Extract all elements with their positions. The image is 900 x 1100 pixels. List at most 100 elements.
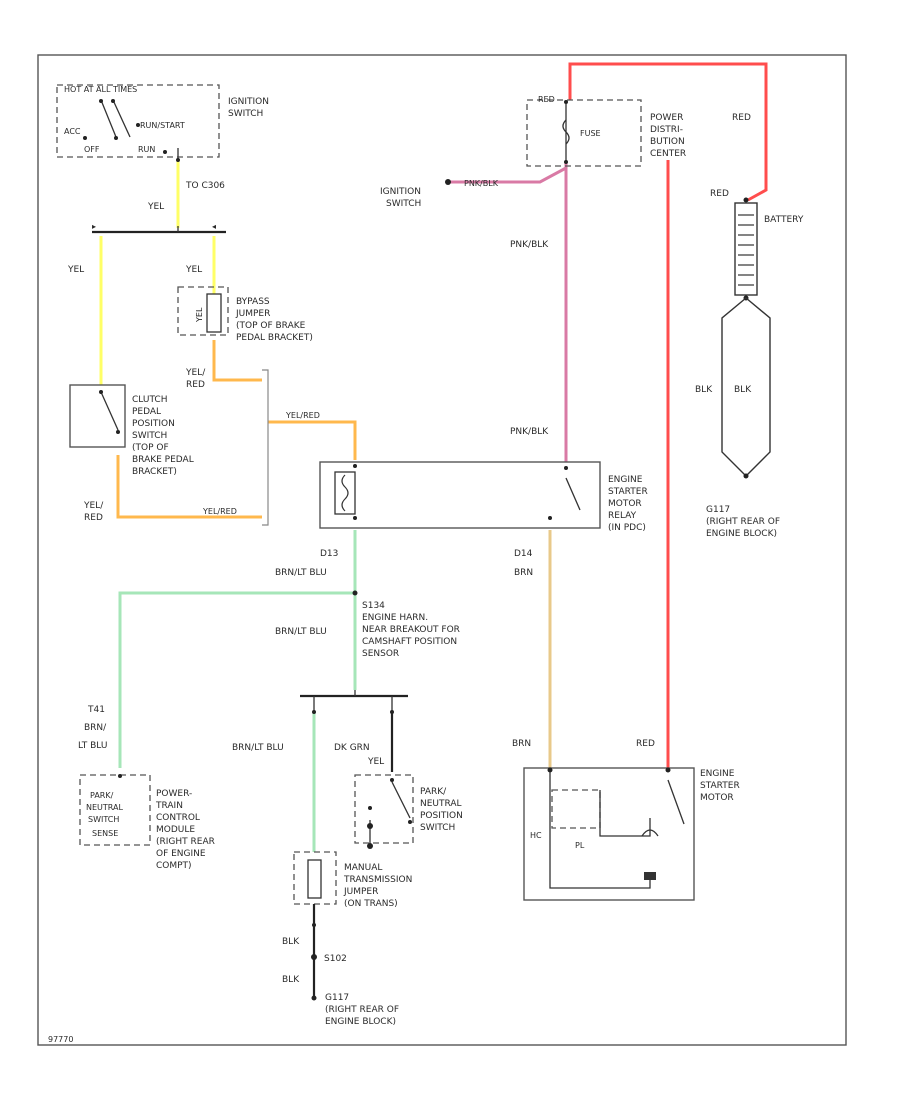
label-d13: D13 — [320, 549, 338, 559]
relay-label-5: (IN PDC) — [608, 523, 646, 533]
pcm-label-4: SENSE — [92, 829, 118, 838]
g117-label-5: (RIGHT REAR OF — [325, 1005, 399, 1015]
pcm-label-11: COMPT) — [156, 861, 192, 871]
label-lt-blu: LT BLU — [78, 741, 107, 751]
pcm-box — [79, 774, 151, 846]
clutch-label-1: CLUTCH — [132, 395, 167, 405]
pcm-label-10: OF ENGINE — [156, 849, 206, 859]
label-blk-a: BLK — [695, 385, 713, 395]
starter-relay-box — [319, 461, 601, 529]
clutch-label-7: BRACKET) — [132, 467, 177, 477]
svg-text:YEL/: YEL/ — [83, 501, 104, 511]
label-dk-grn: DK GRN — [334, 743, 370, 753]
battery-cells — [738, 214, 754, 286]
relay-coil — [334, 471, 356, 515]
sm-hc-label: HC — [530, 831, 542, 840]
wire-yelred-horiz — [268, 420, 357, 460]
relay-label-3: MOTOR — [608, 499, 642, 509]
label-yel-main: YEL — [147, 202, 164, 212]
label-brn-lt-blu-3: BRN/LT BLU — [232, 743, 284, 753]
label-pnkblk-1: PNK/BLK — [510, 240, 549, 250]
label-ign-run-start: RUN/START — [140, 121, 185, 130]
svg-text:▸: ▸ — [92, 222, 96, 231]
starter-armature-icon — [641, 829, 659, 837]
wire-yelred-bottom — [116, 455, 262, 519]
pdc-label-3: BUTION — [650, 137, 685, 147]
g117-label-2: (RIGHT REAR OF — [706, 517, 780, 527]
pdc-fuse-label: FUSE — [580, 129, 601, 138]
label-red-top: RED — [732, 113, 751, 123]
bypass-jumper-box — [177, 286, 229, 336]
label-ign-run: RUN — [138, 145, 155, 154]
label-d14: D14 — [514, 549, 533, 559]
pn-label-1: PARK/ — [420, 787, 447, 797]
pcm-label-9: (RIGHT REAR — [156, 837, 215, 847]
s134-label-5: SENSOR — [362, 649, 399, 659]
relay-label-2: STARTER — [608, 487, 648, 497]
man-label-2: TRANSMISSION — [343, 875, 412, 885]
svg-text:◂: ◂ — [212, 222, 216, 231]
clutch-label-5: (TOP OF — [132, 443, 169, 453]
label-ign-sw2a: IGNITION — [380, 187, 421, 197]
label-yel-right: YEL — [185, 265, 202, 275]
label-ign-off: OFF — [84, 145, 100, 154]
wire-join-bracket — [262, 369, 269, 526]
pn-label-2: NEUTRAL — [420, 799, 462, 809]
battery-body — [734, 202, 758, 296]
bypass-jumper-label-1: BYPASS — [236, 297, 270, 307]
sm-pl-label: PL — [575, 841, 585, 850]
sm-label-2: STARTER — [700, 781, 740, 791]
splice-s134 — [352, 590, 358, 596]
g117-label-3: ENGINE BLOCK) — [706, 529, 777, 539]
label-yel-left: YEL — [67, 265, 84, 275]
label-yelred-h1: YEL/RED — [285, 411, 320, 420]
g117-label-1: G117 — [706, 505, 730, 515]
diagram-code: 97770 — [48, 1035, 73, 1044]
relay-label-1: ENGINE — [608, 475, 643, 485]
pcm-label-8: MODULE — [156, 825, 195, 835]
label-yelred-h2: YEL/RED — [202, 507, 237, 516]
bypass-jumper-fuse — [206, 293, 222, 333]
ignition-switch-title-1: IGNITION — [228, 97, 269, 107]
man-label-4: (ON TRANS) — [344, 899, 398, 909]
label-red-sm: RED — [636, 739, 655, 749]
clutch-label-6: BRAKE PEDAL — [132, 455, 194, 465]
label-ign-acc: ACC — [64, 127, 81, 136]
man-label-3: JUMPER — [343, 887, 378, 897]
s134-label-3: NEAR BREAKOUT FOR — [362, 625, 460, 635]
relay-label-4: RELAY — [608, 511, 637, 521]
pcm-label-6: TRAIN — [155, 801, 183, 811]
label-pnkblk-h: PNK/BLK — [464, 179, 499, 188]
bypass-jumper-label-2: JUMPER — [235, 309, 270, 319]
bypass-jumper-label-3: (TOP OF BRAKE — [236, 321, 306, 331]
sm-label-1: ENGINE — [700, 769, 735, 779]
label-red-bat: RED — [710, 189, 729, 199]
starter-motor-box — [523, 767, 695, 901]
label-ign-sw2b: SWITCH — [386, 199, 421, 209]
label-blk-c: BLK — [282, 937, 300, 947]
relay-contact — [565, 477, 581, 511]
diagram-frame — [37, 54, 847, 1046]
pcm-label-3: SWITCH — [88, 815, 119, 824]
pdc-label-2: DISTRI- — [650, 125, 683, 135]
pcm-label-2: NEUTRAL — [86, 803, 123, 812]
pdc-label-1: POWER — [650, 113, 683, 123]
wire-red-top — [568, 62, 768, 202]
ignition-switch-box — [56, 84, 220, 158]
svg-text:RED: RED — [186, 380, 205, 390]
svg-text:RED: RED — [84, 513, 103, 523]
label-brn-lt-blu-1: BRN/LT BLU — [275, 568, 327, 578]
label-yel-pn: YEL — [367, 757, 384, 767]
starter-solenoid — [551, 789, 601, 829]
g117-label-6: ENGINE BLOCK) — [325, 1017, 396, 1027]
bypass-jumper-label-4: PEDAL BRACKET) — [236, 333, 313, 343]
park-neutral-switch-box — [354, 774, 414, 844]
label-brn-1: BRN — [514, 568, 533, 578]
label-yel-jumper: YEL — [195, 307, 204, 323]
clutch-label-3: POSITION — [132, 419, 175, 429]
s134-label-2: ENGINE HARN. — [362, 613, 428, 623]
wire-pnkblk-h — [448, 166, 567, 184]
pdc-label-4: CENTER — [650, 149, 686, 159]
label-blk-d: BLK — [282, 975, 300, 985]
